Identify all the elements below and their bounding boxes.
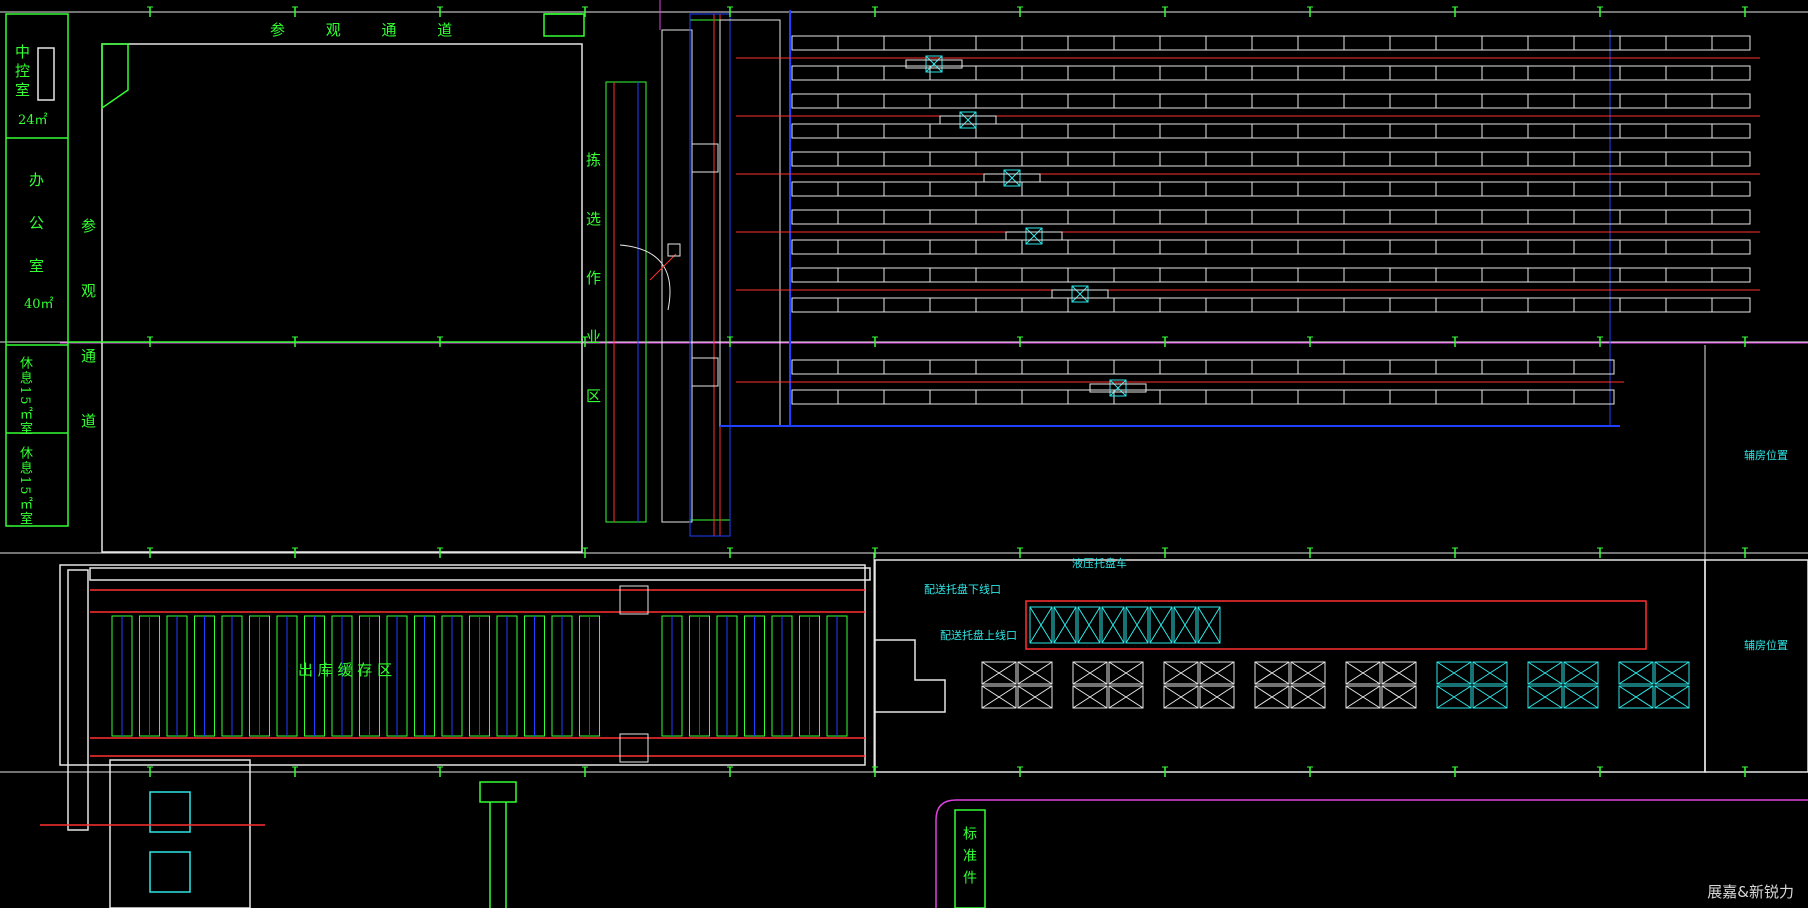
pallet-block: [1163, 661, 1199, 685]
pallet-block: [1108, 685, 1144, 709]
shuttle-car: [1051, 285, 1109, 303]
label-standard-parts: 标准件: [961, 826, 977, 892]
buffer-transfer-cars: [619, 585, 649, 763]
label-control-room: 中控室: [13, 44, 31, 101]
dispatch-area: [874, 559, 1808, 773]
pallet-block: [1654, 685, 1690, 709]
pallet-cell: [1197, 606, 1221, 644]
pallet-block: [1254, 661, 1290, 685]
pallet-block: [1108, 661, 1144, 685]
pallet-cell: [1173, 606, 1197, 644]
label-rest-room-2: 休息15㎡室: [17, 446, 32, 527]
rack-row: [791, 239, 1751, 255]
label-office: 办公室: [27, 172, 45, 301]
pallet-cell: [1029, 606, 1053, 644]
label-visit-channel-top: 参 观 通 道: [270, 21, 471, 39]
shuttle-car: [1089, 379, 1147, 397]
label-auxiliary-room-2: 辅房位置: [1744, 639, 1788, 652]
label-picking-area: 拣选作业区: [584, 152, 602, 447]
rack-row: [791, 267, 1751, 283]
rack-row: [791, 35, 1751, 51]
pallet-blocks: [981, 661, 1690, 709]
label-outbound-buffer: 出 库 缓 存 区: [298, 661, 393, 679]
pallet-block: [1290, 661, 1326, 685]
pallet-cell: [1077, 606, 1101, 644]
pallet-block: [1436, 685, 1472, 709]
shuttle-car: [983, 169, 1041, 187]
watermark: 展嘉&新锐力: [1707, 883, 1794, 901]
pallet-block: [1199, 661, 1235, 685]
label-office-area: 40㎡: [24, 297, 54, 312]
label-pallet-up-port: 配送托盘上线口: [940, 629, 1017, 642]
pallet-cell: [1101, 606, 1125, 644]
outbound-buffer-frame: [59, 564, 871, 831]
shuttle-car: [1005, 227, 1063, 245]
pallet-block: [1472, 685, 1508, 709]
grid-markers: [147, 6, 1748, 777]
label-visit-channel-left: 参观通道: [79, 218, 97, 478]
rack-rows: [736, 35, 1760, 405]
office-rooms: [5, 13, 69, 527]
pallet-block: [1345, 685, 1381, 709]
label-control-room-area: 24㎡: [18, 113, 48, 128]
rack-row: [791, 297, 1751, 313]
pallet-block: [1290, 685, 1326, 709]
pallet-block: [981, 685, 1017, 709]
pallet-block: [1072, 661, 1108, 685]
shuttle-rack-block: [719, 10, 1620, 427]
hydraulic-pallet-row: [1029, 606, 1221, 644]
shuttle-car: [939, 111, 997, 129]
building-grid-lines: [0, 11, 1808, 773]
shuttle-car: [905, 55, 963, 73]
pallet-block: [1618, 685, 1654, 709]
pallet-block: [1472, 661, 1508, 685]
lower-left-equipment: [40, 759, 517, 908]
pallet-block: [1381, 685, 1417, 709]
label-rest-room-1: 休息15㎡室: [17, 356, 32, 437]
pallet-block: [1654, 661, 1690, 685]
pallet-block: [1199, 685, 1235, 709]
standard-parts-room: [935, 799, 1808, 908]
rack-row: [791, 209, 1751, 225]
label-auxiliary-room-1: 辅房位置: [1744, 449, 1788, 462]
pallet-block: [1345, 661, 1381, 685]
label-hydraulic-pallet-cart: 液压托盘车: [1072, 557, 1127, 570]
pallet-block: [1563, 685, 1599, 709]
pallet-block: [1527, 685, 1563, 709]
label-pallet-down-port: 配送托盘下线口: [924, 583, 1001, 596]
rack-row: [791, 389, 1615, 405]
rack-row: [791, 123, 1751, 139]
pallet-cell: [1149, 606, 1173, 644]
pallet-block: [1163, 685, 1199, 709]
rack-row: [791, 359, 1615, 375]
pallet-block: [1254, 685, 1290, 709]
pallet-block: [1017, 685, 1053, 709]
pallet-block: [1618, 661, 1654, 685]
pallet-cell: [1125, 606, 1149, 644]
rack-row: [791, 181, 1751, 197]
picking-stations: [667, 143, 719, 387]
buffer-lanes: [111, 615, 848, 737]
pallet-block: [1563, 661, 1599, 685]
pallet-block: [1017, 661, 1053, 685]
pallet-block: [1527, 661, 1563, 685]
pallet-block: [981, 661, 1017, 685]
pallet-block: [1072, 685, 1108, 709]
magenta-axis-lines: [60, 0, 1808, 344]
pallet-block: [1381, 661, 1417, 685]
rack-row: [791, 93, 1751, 109]
picking-conveyors: [605, 13, 731, 537]
rack-row: [791, 65, 1751, 81]
rack-row: [791, 151, 1751, 167]
pallet-cell: [1053, 606, 1077, 644]
visit-hall: [68, 13, 585, 553]
pallet-block: [1436, 661, 1472, 685]
